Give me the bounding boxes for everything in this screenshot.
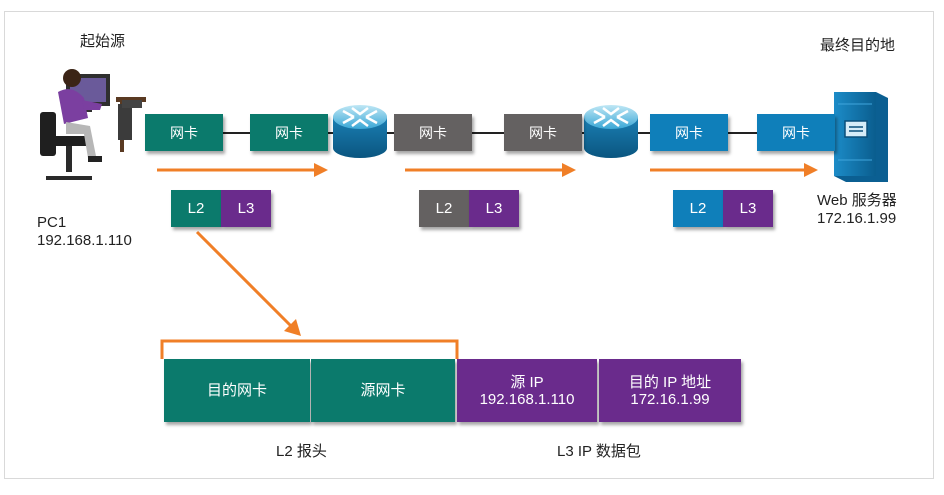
nic-router1-right: 网卡	[394, 114, 472, 151]
router-icon	[584, 105, 638, 158]
server-name: Web 服务器	[817, 192, 897, 209]
src-nic-field: 源网卡	[311, 359, 455, 422]
nic-router2-right: 网卡	[650, 114, 728, 151]
router-icon	[333, 105, 387, 158]
src-ip-value: 192.168.1.110	[479, 390, 575, 408]
flow-arrow-head	[562, 163, 576, 177]
nic-router1-left: 网卡	[250, 114, 328, 151]
l3-tag-segment1: L3	[221, 190, 271, 227]
expand-arrow-head	[284, 319, 301, 336]
expand-arrow	[195, 230, 295, 330]
nic-server: 网卡	[757, 114, 835, 151]
l2-tag-segment1: L2	[171, 190, 221, 227]
l3-packet-caption: L3 IP 数据包	[557, 443, 641, 460]
nic-pc1: 网卡	[145, 114, 223, 151]
l3-tag-segment2: L3	[469, 190, 519, 227]
l2-tag-segment3: L2	[673, 190, 723, 227]
dst-ip-title: 目的 IP 地址	[628, 373, 712, 391]
pc-name: PC1	[37, 214, 67, 231]
l2-header-caption: L2 报头	[276, 443, 327, 460]
dst-ip-value: 172.16.1.99	[630, 390, 710, 408]
l2-tag-segment2: L2	[419, 190, 469, 227]
destination-title: 最终目的地	[820, 37, 896, 54]
dst-ip-field: 目的 IP 地址 172.16.1.99	[599, 359, 741, 422]
l3-tag-segment3: L3	[723, 190, 773, 227]
server-ip: 172.16.1.99	[817, 210, 897, 227]
diagram-frame	[4, 11, 934, 479]
flow-arrows	[157, 163, 818, 336]
flow-arrow-head	[314, 163, 328, 177]
src-ip-title: 源 IP	[510, 373, 544, 391]
src-ip-field: 源 IP 192.168.1.110	[457, 359, 597, 422]
pc-ip: 192.168.1.110	[37, 232, 132, 249]
flow-arrow-head	[804, 163, 818, 177]
nic-router2-left: 网卡	[504, 114, 582, 151]
user-at-computer-icon	[40, 69, 146, 180]
server-icon	[834, 92, 888, 182]
source-title: 起始源	[80, 33, 126, 50]
dst-nic-field: 目的网卡	[164, 359, 310, 422]
l2-header-bracket	[160, 339, 459, 359]
